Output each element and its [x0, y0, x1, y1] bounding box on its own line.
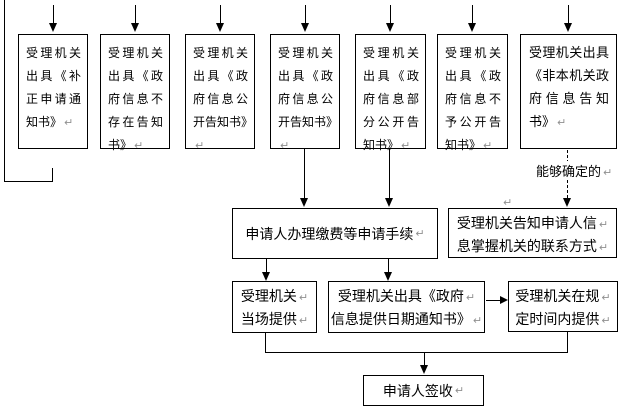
connector-return-loop-horizontal: [4, 181, 53, 182]
arrow-partial-to-fee: [385, 198, 393, 207]
arrow-disclosure2-to-fee: [300, 198, 308, 207]
box-scheduled-line2-text: 定时间内提供: [515, 312, 600, 328]
paragraph-mark: ↵: [598, 218, 609, 231]
box-correction-notice: 受理机关出具《补正申请通知书》↵: [18, 34, 88, 149]
box-scheduled-line1-text: 受理机关在规: [515, 289, 600, 305]
connector-into-disclosure-box-2: [305, 5, 306, 23]
box-info-not-exist: 受理机关出具《政府信息不存在告知书》↵: [100, 34, 170, 152]
paragraph-mark: ↵: [298, 314, 309, 327]
paragraph-mark: ↵: [601, 291, 611, 304]
paragraph-mark: ↵: [483, 139, 493, 152]
paragraph-mark: ↵: [472, 314, 483, 327]
arrow-into-other-agency-box: [564, 23, 572, 32]
paragraph-mark: ↵: [598, 241, 609, 254]
box-other-agency-info-text: 受理机关出具《非本机关政府信息告知书》: [529, 46, 609, 130]
paragraph-mark: ↵: [601, 314, 611, 327]
connector-into-other-agency-box: [568, 5, 569, 23]
paragraph-mark: ↵: [557, 116, 567, 129]
arrow-into-disclosure-box-2: [301, 23, 309, 32]
box-onsite-line2: 当场提供↵: [233, 309, 316, 332]
box-date-notice-line2-text: 信息提供日期通知书》: [330, 312, 471, 328]
box-onsite-line1-text: 受理机关: [240, 289, 297, 305]
connector-scheduled-down: [567, 332, 568, 353]
box-non-disclosure: 受理机关出具《政府信息不予公开告知书》↵: [437, 34, 508, 152]
box-scheduled-line2: 定时间内提供↵: [509, 309, 617, 332]
arrow-fee-to-onsite: [262, 272, 270, 281]
box-sign-receipt: 申请人签收↵: [363, 375, 484, 406]
box-scheduled-line1: 受理机关在规↵: [509, 286, 617, 309]
dashed-branch-label-text: 能够确定的: [536, 165, 602, 180]
box-sign-receipt-text: 申请人签收: [382, 383, 453, 400]
connector-merge-horizontal: [265, 352, 568, 353]
arrow-into-correction-box: [49, 23, 57, 32]
box-notify-contact-line1: 受理机关告知申请人信↵: [449, 213, 616, 236]
arrow-merge-to-sign: [420, 365, 428, 374]
paragraph-mark: ↵: [503, 196, 513, 209]
box-disclosure-notice-1-text: 受理机关出具《政府信息公开告知书》: [193, 46, 254, 129]
box-onsite-line1: 受理机关↵: [233, 286, 316, 309]
box-notify-contact-line1-text: 受理机关告知申请人信: [456, 216, 597, 232]
box-onsite-provision: 受理机关↵ 当场提供↵: [232, 281, 317, 333]
connector-into-refusal-box: [472, 5, 473, 23]
paragraph-mark: ↵: [401, 139, 411, 152]
connector-into-partial-box: [390, 5, 391, 23]
box-non-disclosure-text: 受理机关出具《政府信息不予公开告知书》: [445, 46, 501, 152]
connector-disclosure2-to-fee: [304, 149, 305, 198]
paragraph-mark: ↵: [454, 384, 465, 397]
box-disclosure-notice-2-text: 受理机关出具《政府信息公开告知书》: [278, 46, 339, 129]
paragraph-mark: ↵: [280, 139, 290, 152]
connector-onsite-down: [265, 333, 266, 353]
connector-date-to-scheduled: [486, 300, 500, 301]
arrow-into-refusal-box: [468, 23, 476, 32]
connector-merge-to-sign: [424, 352, 425, 365]
paragraph-mark: ↵: [195, 139, 205, 152]
arrow-into-disclosure-box-1: [216, 23, 224, 32]
box-fee-procedure-text: 申请人办理缴费等申请手续: [245, 226, 414, 243]
dashed-branch-label: 能够确定的↵: [535, 161, 614, 180]
box-notify-contact-line2: 息掌握机关的联系方式↵: [449, 236, 616, 259]
arrow-date-to-scheduled: [500, 296, 508, 304]
arrow-into-not-exist-box: [131, 23, 139, 32]
box-partial-disclosure: 受理机关出具《政府信息部分公开告知书》↵: [355, 34, 426, 152]
connector-return-loop-left-edge: [4, 0, 5, 182]
box-fee-procedure: 申请人办理缴费等申请手续↵: [232, 208, 438, 259]
arrow-dashed-other-agency: [563, 198, 571, 207]
box-disclosure-notice-2: 受理机关出具《政府信息公开告知书》 ↵: [270, 34, 340, 152]
box-onsite-line2-text: 当场提供: [240, 312, 297, 328]
paragraph-mark: ↵: [298, 291, 309, 304]
box-partial-disclosure-text: 受理机关出具《政府信息部分公开告知书》: [363, 46, 419, 152]
box-info-not-exist-text: 受理机关出具《政府信息不存在告知书》: [108, 46, 163, 152]
paragraph-mark: ↵: [415, 227, 425, 240]
arrow-fee-to-date-notice: [384, 272, 392, 281]
box-date-notice-line2: 信息提供日期通知书》↵: [329, 309, 484, 332]
box-notify-contact: 受理机关告知申请人信↵ 息掌握机关的联系方式↵: [448, 208, 617, 258]
box-date-notice-line1: 受理机关出具《政府↵: [329, 286, 484, 309]
connector-fee-to-date-notice: [388, 259, 389, 272]
connector-into-disclosure-box-1: [220, 5, 221, 23]
box-disclosure-notice-1: 受理机关出具《政府信息公开告知书》 ↵: [185, 34, 255, 152]
connector-into-not-exist-box: [135, 5, 136, 23]
paragraph-mark: ↵: [465, 291, 476, 304]
connector-into-correction-box: [53, 5, 54, 23]
box-notify-contact-line2-text: 息掌握机关的联系方式: [456, 239, 597, 255]
connector-return-loop-stub: [52, 168, 53, 182]
box-scheduled-provision: 受理机关在规↵ 定时间内提供↵: [508, 281, 618, 332]
paragraph-mark: ↵: [603, 166, 613, 179]
box-date-notice-line1-text: 受理机关出具《政府: [337, 289, 464, 305]
box-date-notice: 受理机关出具《政府↵ 信息提供日期通知书》↵: [328, 281, 485, 333]
box-other-agency-info: 受理机关出具《非本机关政府信息告知书》↵: [520, 34, 617, 149]
arrow-into-partial-box: [386, 23, 394, 32]
connector-partial-to-fee: [389, 149, 390, 198]
paragraph-mark: ↵: [64, 116, 74, 129]
paragraph-mark: ↵: [134, 139, 144, 152]
box-correction-notice-text: 受理机关出具《补正申请通知书》: [26, 46, 81, 129]
connector-fee-to-onsite: [266, 259, 267, 272]
